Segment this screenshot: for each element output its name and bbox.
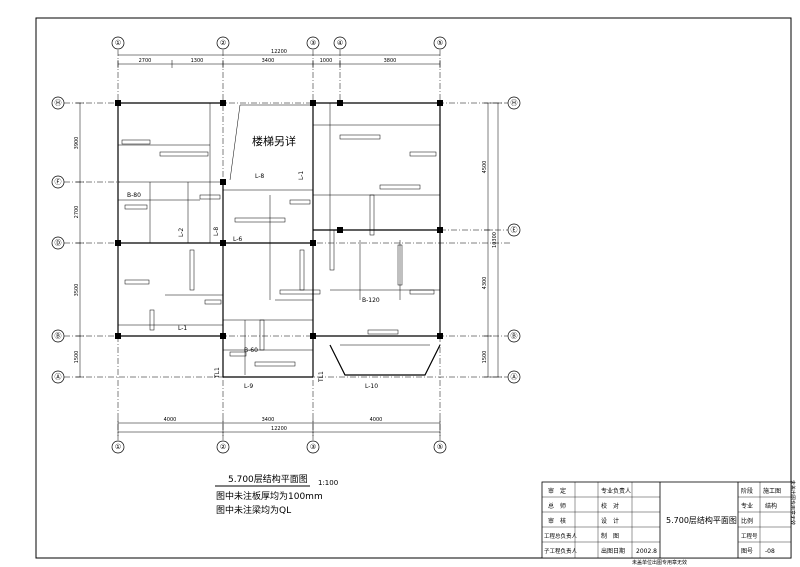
tb-row5-label: 子工程负责人 <box>544 547 578 555</box>
tb-row4-label: 工程总负责人 <box>544 532 578 540</box>
tb-row4-label2: 制 图 <box>601 532 619 540</box>
beam-label: L-9 <box>244 383 253 390</box>
note-1: 图中未注板厚均为100mm <box>216 490 323 502</box>
tb-row2-label2: 校 对 <box>601 502 619 510</box>
top-dimension-texts: 12200 2700 1300 3400 1000 3800 <box>139 49 397 64</box>
axis-right-b: Ⓑ <box>511 332 518 340</box>
axis-top-5: ⑤ <box>437 39 443 47</box>
bottom-caption: 未盖单位出图专用章无效 <box>632 559 687 566</box>
dim-bottom-2: 3400 <box>262 417 275 423</box>
tb-discipline-value: 结构 <box>765 502 777 510</box>
slab-label: B-120 <box>362 297 380 304</box>
axis-grid <box>64 50 510 440</box>
axis-bubbles-bottom: ① ② ③ ⑤ <box>111 440 447 454</box>
dim-top-2: 1300 <box>191 58 204 64</box>
tb-sheet-no-label: 图号 <box>741 548 753 555</box>
tb-drawing-name: 5.700层结构平面图 <box>666 515 737 525</box>
tb-row1-label: 审 定 <box>548 487 566 495</box>
axis-bottom-3: ③ <box>310 443 316 451</box>
drawing-scale: 1:100 <box>318 479 338 487</box>
axis-left-b: Ⓑ <box>55 332 62 340</box>
axis-bubbles-left: Ⓗ Ⓕ Ⓓ Ⓑ Ⓐ <box>51 96 65 384</box>
axis-bottom-5: ⑤ <box>437 443 443 451</box>
axis-right-e: Ⓔ <box>511 226 518 234</box>
bottom-dimension-texts: 4000 3400 4000 12200 <box>164 417 383 432</box>
dim-top-5: 3800 <box>384 58 397 64</box>
beam-label: L-10 <box>365 383 378 390</box>
beam-label: L-2 <box>178 228 185 237</box>
beam-lines <box>118 103 440 375</box>
dim-bottom-3: 4000 <box>370 417 383 423</box>
tb-sheet-no-value: -08 <box>765 548 775 555</box>
beam-label: L-1 <box>298 171 305 180</box>
axis-bubbles-top: ① ② ③ ④ ⑤ <box>111 36 447 50</box>
axis-top-1: ① <box>115 39 121 47</box>
slab-label: B-80 <box>127 192 141 199</box>
axis-right-a: Ⓐ <box>511 373 518 381</box>
note-2: 图中未注梁均为QL <box>216 504 291 516</box>
top-dimensions <box>117 54 441 68</box>
tb-stage-label: 阶段 <box>741 487 753 495</box>
tb-stage-value: 施工图 <box>763 487 781 495</box>
beam-label: L-1 <box>178 325 187 332</box>
tb-issue-date: 2002.8 <box>636 548 657 555</box>
tb-row2-label: 总 师 <box>548 502 566 510</box>
right-dimensions <box>484 102 502 378</box>
dim-right-total: 10300 <box>492 232 498 248</box>
drawing-title: 5.700层结构平面图 <box>228 473 308 485</box>
slab-labels: B-120 B-60 B-80 <box>127 192 380 354</box>
dim-left-4: 1500 <box>74 351 80 364</box>
tb-discipline-label: 专业 <box>741 502 753 510</box>
dim-left-3: 3500 <box>74 284 80 297</box>
side-note: 未盖出图专用章无效 <box>789 480 796 525</box>
dim-left-2: 2700 <box>74 206 80 219</box>
dim-top-total: 12200 <box>271 49 287 55</box>
axis-top-2: ② <box>220 39 226 47</box>
axis-left-d: Ⓓ <box>55 239 62 247</box>
axis-left-f: Ⓕ <box>55 178 62 186</box>
dim-left-1: 3900 <box>74 137 80 150</box>
dim-top-3: 3400 <box>262 58 275 64</box>
dim-top-4: 1000 <box>320 58 333 64</box>
bottom-dimensions <box>117 419 441 436</box>
tb-ratio-label: 比例 <box>741 517 753 525</box>
tb-project-no-label: 工程号 <box>741 532 758 540</box>
rebar-marks <box>121 134 437 367</box>
beam-label: L-8 <box>255 173 264 180</box>
axis-left-a: Ⓐ <box>55 373 62 381</box>
axis-left-h: Ⓗ <box>55 99 62 107</box>
dim-right-1: 4500 <box>482 161 488 174</box>
stair-note: 楼梯另详 <box>252 134 296 148</box>
tb-row1-label2: 专业负责人 <box>601 487 631 495</box>
beam-label: TL1 <box>318 371 325 383</box>
dim-bottom-total: 12200 <box>271 426 287 432</box>
tb-row3-label: 审 核 <box>548 517 566 525</box>
axis-bottom-2: ② <box>220 443 226 451</box>
axis-top-3: ③ <box>310 39 316 47</box>
axis-bubbles-right: Ⓗ Ⓔ Ⓑ Ⓐ <box>507 96 521 384</box>
dim-right-3: 1500 <box>482 351 488 364</box>
columns <box>115 100 443 339</box>
axis-bottom-1: ① <box>115 443 121 451</box>
dim-right-2: 4300 <box>482 277 488 290</box>
title-block: 审 定 专业负责人 总 师 校 对 审 核 设 计 工程总负责人 制 图 子工程… <box>541 481 792 559</box>
beam-label: L-8 <box>213 227 220 236</box>
beam-label: L-6 <box>233 236 242 243</box>
axis-top-4: ④ <box>337 39 343 47</box>
right-dimension-texts: 4500 4300 1500 10300 <box>482 161 498 364</box>
tb-row3-label2: 设 计 <box>601 517 619 525</box>
dim-bottom-1: 4000 <box>164 417 177 423</box>
beam-labels: L-8 L-1 L-2 L-6 L-1 L-8 L-9 L-10 TL1 TL1 <box>178 171 378 390</box>
left-dimension-texts: 3900 2700 3500 1500 <box>74 137 80 364</box>
tb-row5-label2: 出图日期 <box>601 547 625 555</box>
axis-right-h: Ⓗ <box>511 99 518 107</box>
beam-label: TL1 <box>214 367 221 379</box>
slab-label: B-60 <box>244 347 258 354</box>
dim-top-1: 2700 <box>139 58 152 64</box>
sheet-border <box>35 17 792 559</box>
left-dimensions <box>76 102 84 378</box>
